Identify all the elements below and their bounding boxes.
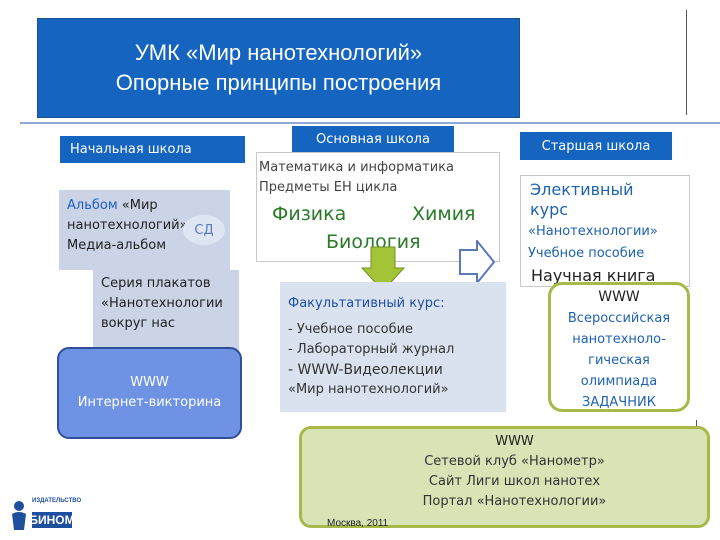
publisher-label: ИЗДАТЕЛЬСТВО bbox=[32, 498, 82, 504]
optional-course-box: Факультативный курс: - Учебное пособие -… bbox=[280, 282, 506, 412]
posters-line1: Серия плакатов bbox=[101, 276, 211, 291]
footer-date: Москва, 2011 bbox=[327, 518, 389, 529]
album-box: Альбом «Мир нанотехнологий» Медиа-альбом bbox=[59, 190, 230, 270]
club-line3: Портал «Нанотехнологии» bbox=[422, 494, 607, 509]
subject-physics: Физика bbox=[272, 203, 347, 225]
main-subjects-line1: Математика и информатика bbox=[259, 160, 454, 175]
elective-line1: Элективный bbox=[530, 180, 634, 199]
arrow-down-icon bbox=[361, 246, 405, 292]
optional-item-series: «Мир нанотехнологий» bbox=[288, 382, 449, 397]
optional-item-textbook: - Учебное пособие bbox=[288, 322, 414, 337]
olympiad-line4: олимпиада bbox=[580, 374, 658, 389]
posters-box: Серия плакатов «Нанотехнологии вокруг на… bbox=[93, 270, 239, 352]
olympiad-line3: гическая bbox=[588, 353, 650, 368]
club-www: WWW bbox=[495, 434, 534, 449]
divider-vertical-top bbox=[686, 10, 687, 115]
network-club-box: WWW Сетевой клуб «Нанометр» Сайт Лиги шк… bbox=[299, 426, 710, 528]
olympiad-line2: нанотехноло- bbox=[572, 332, 666, 347]
subject-biology: Биология bbox=[326, 231, 421, 253]
club-line2: Сайт Лиги школ нанотех bbox=[428, 474, 601, 489]
senior-textbook: Учебное пособие bbox=[528, 246, 645, 261]
internet-quiz-box: WWW Интернет-викторина bbox=[57, 347, 242, 439]
olympiad-line1: Всероссийская bbox=[567, 311, 671, 326]
optional-item-video-lectures: - WWW-Видеолекции bbox=[288, 362, 443, 378]
header-senior-school: Старшая школа bbox=[520, 132, 672, 160]
olympiad-box: WWW Всероссийская нанотехноло- гическая … bbox=[548, 282, 690, 412]
album-line2: нанотехнологий» bbox=[67, 218, 188, 233]
elective-line2: курс bbox=[530, 200, 569, 219]
arrow-right-icon bbox=[459, 240, 495, 284]
title-line2: Опорные принципы построения bbox=[115, 70, 442, 95]
album-word: Альбом bbox=[67, 198, 118, 213]
title-banner: УМК «Мир нанотехнологий» Опорные принцип… bbox=[37, 18, 520, 118]
title-line1: УМК «Мир нанотехнологий» bbox=[134, 40, 423, 65]
olympiad-www: WWW bbox=[598, 289, 640, 305]
main-subjects-line2: Предметы ЕН цикла bbox=[259, 180, 398, 195]
optional-item-lab-journal: - Лабораторный журнал bbox=[288, 342, 455, 357]
club-line1: Сетевой клуб «Нанометр» bbox=[424, 454, 605, 469]
quiz-label: Интернет-викторина bbox=[77, 395, 222, 410]
posters-line2: «Нанотехнологии bbox=[101, 296, 223, 311]
science-book: Научная книга bbox=[531, 266, 656, 285]
quiz-www: WWW bbox=[130, 375, 169, 390]
elective-course: Элективный курс bbox=[530, 180, 634, 220]
divider-horizontal bbox=[20, 122, 720, 124]
nano-book-title: «Нанотехнологии» bbox=[528, 224, 658, 239]
optional-course-title: Факультативный курс: bbox=[288, 296, 445, 311]
olympiad-problem-book: ЗАДАЧНИК bbox=[582, 395, 656, 410]
posters-line3: вокруг нас bbox=[101, 316, 175, 331]
cd-badge: СД bbox=[183, 215, 225, 245]
header-main-school: Основная школа bbox=[292, 126, 454, 152]
header-primary-school: Начальная школа bbox=[60, 136, 245, 163]
subject-chemistry: Химия bbox=[412, 203, 476, 225]
publisher-name: БИНОМ bbox=[29, 512, 75, 528]
publisher-logo-figure-icon bbox=[12, 501, 26, 530]
album-line3: Медиа-альбом bbox=[67, 238, 167, 253]
album-title-rest: «Мир bbox=[117, 198, 158, 213]
